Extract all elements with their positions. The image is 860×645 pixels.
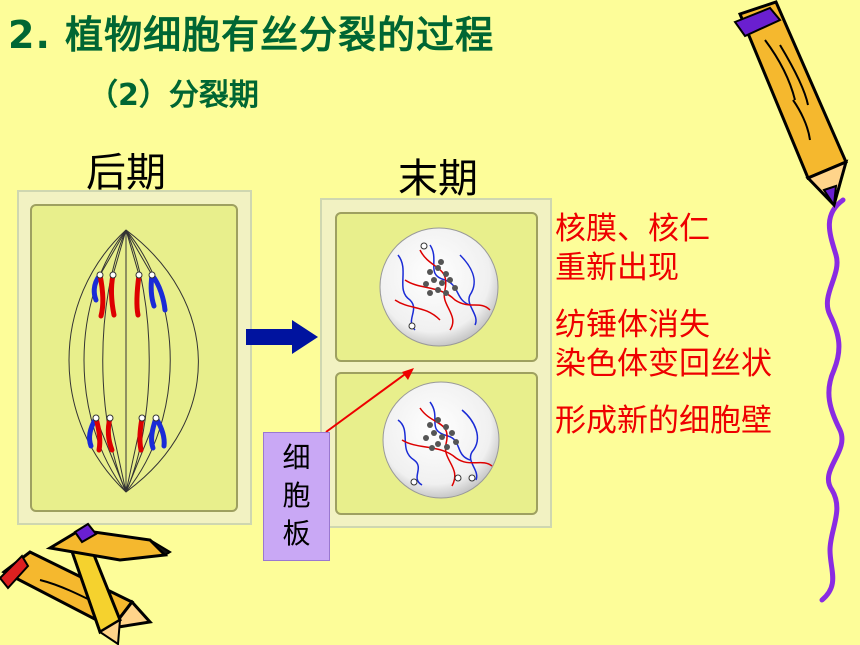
cell-plate-char: 胞	[282, 479, 311, 512]
nucleolus-top	[423, 259, 458, 296]
cell-plate-label: 细 胞 板	[263, 432, 330, 561]
anaphase-label: 后期	[86, 150, 166, 196]
cell-plate-char: 板	[282, 517, 311, 550]
nucleus-bottom	[382, 381, 500, 499]
slide-title: 2. 植物细胞有丝分裂的过程	[8, 13, 495, 57]
nucleus-top	[379, 227, 499, 347]
phase-notes: 核膜、核仁 重新出现 纺锤体消失 染色体变回丝状 形成新的细胞壁	[555, 210, 772, 441]
slide-subtitle: （2）分裂期	[88, 78, 259, 113]
crayon-icon	[45, 522, 172, 645]
chromosomes-bottom	[87, 415, 167, 453]
cell-plate-pointer	[325, 368, 414, 433]
note-line: 染色体变回丝状	[555, 346, 772, 382]
bracket-icon	[819, 197, 846, 603]
note-line: 重新出现	[555, 250, 679, 286]
centromeres	[92, 271, 160, 422]
chromosomes-top	[91, 272, 168, 319]
arrow-shaft	[246, 329, 294, 345]
spindle-fibers	[68, 229, 199, 493]
arrow-right-icon	[292, 320, 318, 354]
cell-plate-char: 细	[282, 441, 311, 474]
note-line: 纺锤体消失	[555, 307, 710, 343]
anaphase-cell	[30, 204, 238, 512]
telophase-label: 末期	[398, 156, 478, 202]
crayon-icon	[733, 0, 849, 208]
nucleolus-bottom	[423, 417, 459, 451]
note-line: 形成新的细胞壁	[555, 403, 772, 439]
note-line: 核膜、核仁	[555, 211, 710, 247]
